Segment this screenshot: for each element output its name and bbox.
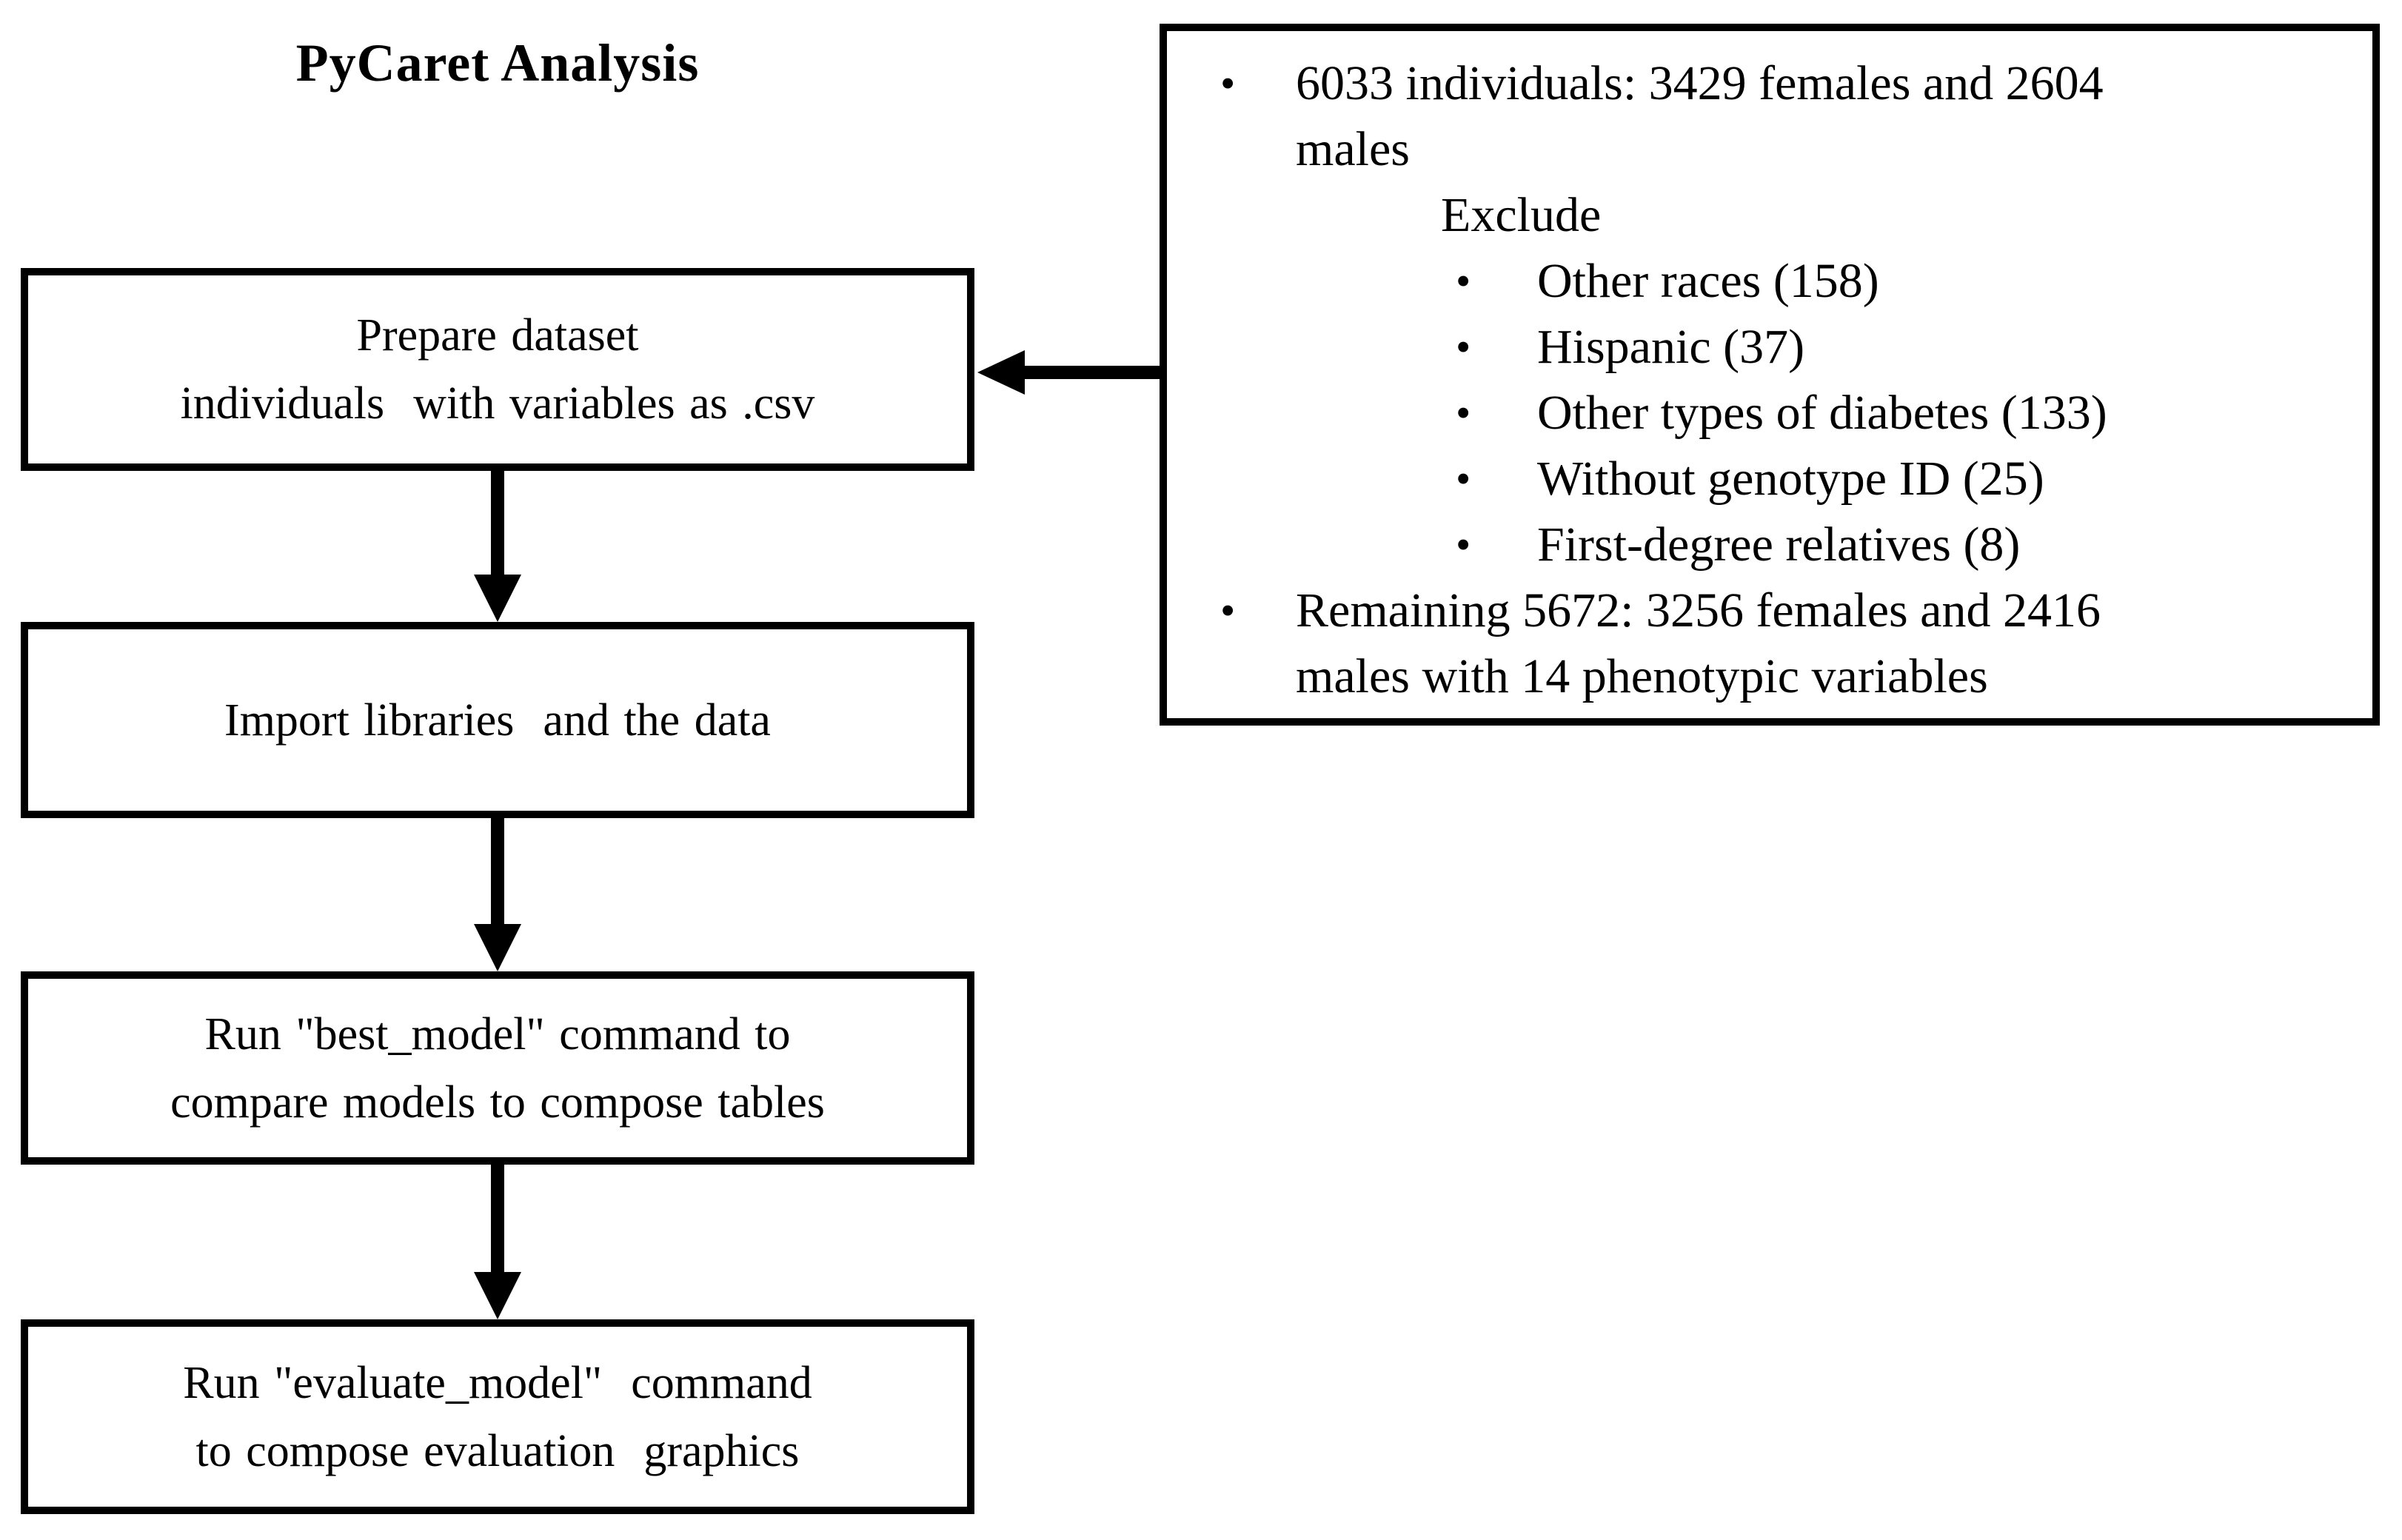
remaining-line-wrap: males with 14 phenotypic variables	[1296, 649, 1988, 703]
bullet-icon: •	[1456, 520, 1471, 569]
bullet-icon: •	[1456, 389, 1471, 437]
flow-step-best-model: Run "best_model" command to compare mode…	[21, 971, 974, 1165]
arrow-down-connector	[491, 818, 504, 925]
cohort-total-line: • 6033 individuals: 3429 females and 260…	[1167, 50, 2372, 116]
arrow-left-connector	[1023, 366, 1161, 379]
arrow-down-connector	[491, 471, 504, 576]
bullet-icon: •	[1456, 257, 1471, 305]
flow-step-text: Prepare dataset	[356, 310, 639, 361]
arrow-down-icon	[474, 924, 521, 971]
flow-step-text: Import libraries and the data	[224, 694, 771, 746]
diagram-title: PyCaret Analysis	[295, 33, 700, 93]
flow-step-import-libraries: Import libraries and the data	[21, 622, 974, 818]
cohort-info-panel: • 6033 individuals: 3429 females and 260…	[1160, 24, 2380, 726]
flow-step-text: compare models to compose tables	[170, 1077, 825, 1128]
exclusion-item: • Without genotype ID (25)	[1167, 446, 2372, 512]
bullet-icon: •	[1220, 59, 1236, 107]
cohort-total-line-wrap: males	[1296, 122, 1410, 176]
arrow-down-icon	[474, 575, 521, 622]
bullet-icon: •	[1456, 323, 1471, 371]
bullet-icon: •	[1456, 455, 1471, 503]
flow-step-text: Run "best_model" command to	[204, 1008, 791, 1059]
remaining-line: • Remaining 5672: 3256 females and 2416	[1167, 578, 2372, 643]
flow-step-text: individuals with variables as .csv	[180, 378, 815, 429]
flow-step-text: Run "evaluate_model" command	[183, 1357, 812, 1408]
exclusion-item: • Other races (158)	[1167, 248, 2372, 314]
exclusion-item: • Hispanic (37)	[1167, 314, 2372, 380]
bullet-icon: •	[1220, 586, 1236, 635]
exclude-header: Exclude	[1441, 188, 1602, 242]
exclusion-item: • Other types of diabetes (133)	[1167, 380, 2372, 446]
flow-step-prepare-dataset: Prepare dataset individuals with variabl…	[21, 268, 974, 471]
flow-step-evaluate-model: Run "evaluate_model" command to compose …	[21, 1319, 974, 1514]
arrow-left-icon	[977, 350, 1025, 395]
arrow-down-icon	[474, 1272, 521, 1319]
exclusion-item: • First-degree relatives (8)	[1167, 512, 2372, 578]
arrow-down-connector	[491, 1165, 504, 1273]
flow-step-text: to compose evaluation graphics	[195, 1425, 800, 1476]
